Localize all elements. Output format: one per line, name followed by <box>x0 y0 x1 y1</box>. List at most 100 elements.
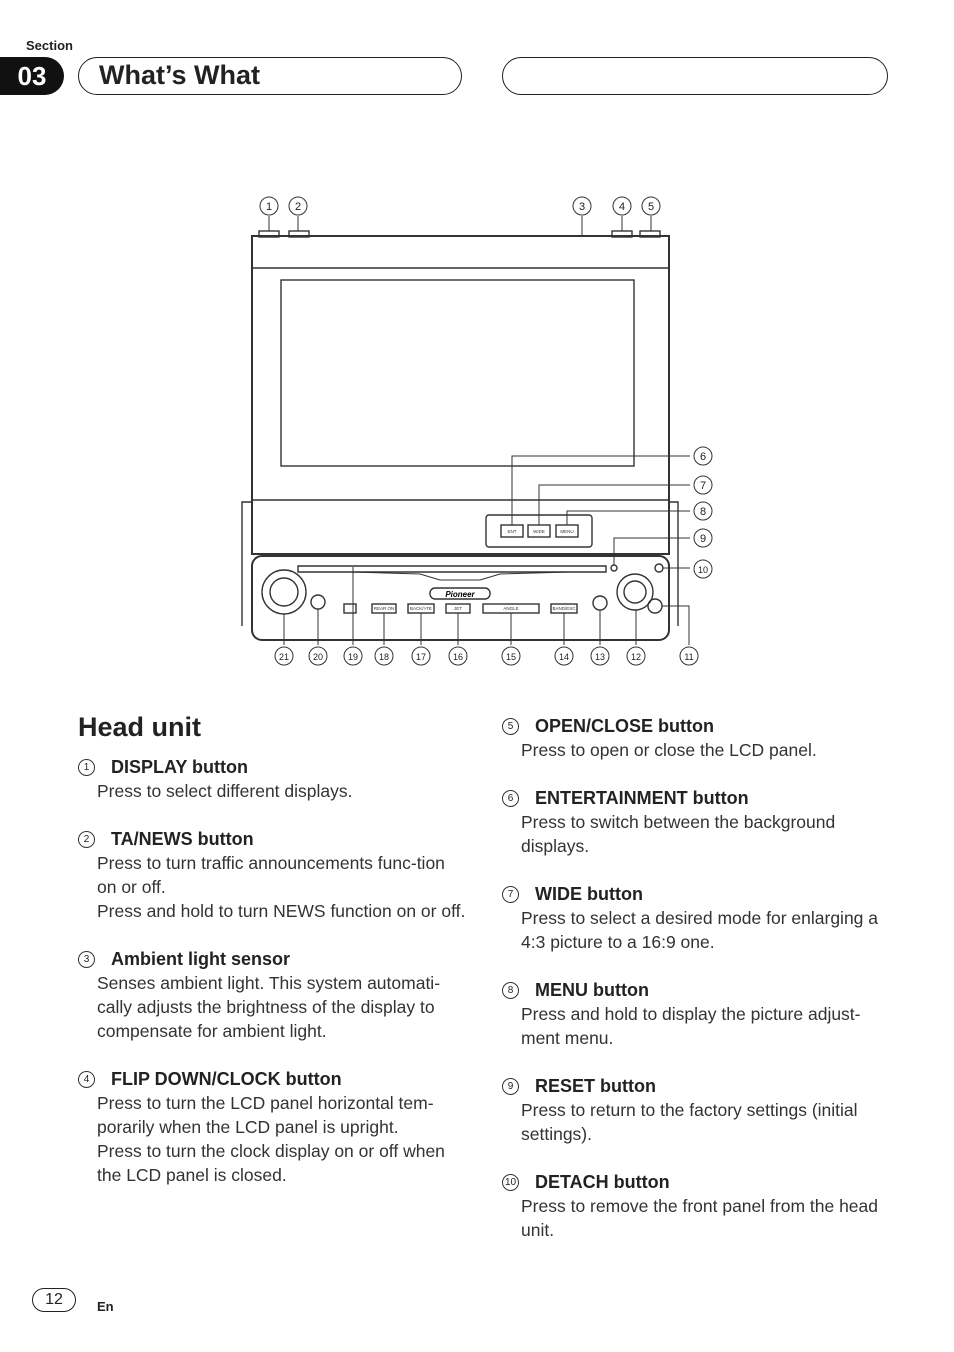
rear-on-label: REAR ON <box>374 606 395 611</box>
item-description-line: Press to turn the clock display on or of… <box>97 1141 445 1185</box>
item-number: 5 <box>502 717 519 735</box>
callout-14: 14 <box>559 652 569 662</box>
item-title: DISPLAY button <box>111 757 249 777</box>
heading-head-unit: Head unit <box>78 712 202 742</box>
item-description-line: Senses ambient light. This system automa… <box>97 973 441 1041</box>
callout-7: 7 <box>700 480 706 492</box>
item-title: DETACH button <box>535 1172 670 1192</box>
angle-label: ANGLE <box>503 606 518 611</box>
callout-20: 20 <box>313 652 323 662</box>
callout-1: 1 <box>266 201 272 213</box>
item-description: Press to select different displays. <box>97 779 468 803</box>
item-description: Press to select a desired mode for enlar… <box>521 906 892 954</box>
lcd-screen <box>280 279 635 467</box>
callout-19: 19 <box>348 652 358 662</box>
callout-8: 8 <box>700 506 706 518</box>
eject-button <box>647 598 663 614</box>
callout-2: 2 <box>295 201 301 213</box>
round-button <box>592 595 608 611</box>
item-title: ENTERTAINMENT button <box>535 788 749 808</box>
item-heading: 1 DISPLAY button <box>78 755 468 779</box>
item-title: OPEN/CLOSE button <box>535 716 714 736</box>
subtitle-pill <box>502 57 888 95</box>
item-number: 9 <box>502 1077 519 1095</box>
item-title: TA/NEWS button <box>111 829 254 849</box>
callout-21: 21 <box>279 652 289 662</box>
item-description-line: Press to remove the front panel from the… <box>521 1196 878 1240</box>
source-button <box>310 594 326 610</box>
front-panel <box>251 555 670 641</box>
section-number-badge: 03 <box>0 57 64 95</box>
callout-4: 4 <box>619 201 625 213</box>
section-label: Section <box>26 38 73 53</box>
item-title: MENU button <box>535 980 649 1000</box>
item-number: 6 <box>502 789 519 807</box>
item-description: Press to return to the factory settings … <box>521 1098 892 1146</box>
multi-control-knob-right <box>616 573 654 611</box>
menu-label: MENU <box>560 529 573 534</box>
item-heading: 2 TA/NEWS button <box>78 827 468 851</box>
item-description: Press to switch between the background d… <box>521 810 892 858</box>
head-unit-diagram: Pioneer ENT WIDE MENU REAR ON BACK/>TE J… <box>241 196 713 666</box>
item-description: Press to remove the front panel from the… <box>521 1194 892 1242</box>
back-te-label: BACK/>TE <box>410 606 432 611</box>
callout-16: 16 <box>453 652 463 662</box>
item-title: RESET button <box>535 1076 656 1096</box>
lcd-panel <box>251 235 670 555</box>
pioneer-logo <box>429 587 491 600</box>
callout-10: 10 <box>698 565 708 575</box>
callout-12: 12 <box>631 652 641 662</box>
multi-control-knob-left <box>261 569 307 615</box>
item-description-line: Press to turn traffic announcements func… <box>97 853 445 897</box>
section-title-pill: What’s What <box>78 57 462 95</box>
callout-15: 15 <box>506 652 516 662</box>
callout-5: 5 <box>648 201 654 213</box>
item-number: 2 <box>78 830 95 848</box>
reset-button <box>610 564 618 572</box>
item-title: FLIP DOWN/CLOCK button <box>111 1069 342 1089</box>
item-description-line: Press to open or close the LCD panel. <box>521 740 817 760</box>
item-description-line: Press and hold to turn NEWS function on … <box>97 901 466 921</box>
item-description-line: Press to turn the LCD panel horizontal t… <box>97 1093 434 1137</box>
item-description-line: Press to switch between the background d… <box>521 812 836 856</box>
item-heading: 9 RESET button <box>502 1074 892 1098</box>
wide-label: WIDE <box>533 529 545 534</box>
ent-label: ENT <box>508 529 517 534</box>
item-number: 3 <box>78 950 95 968</box>
callout-9: 9 <box>700 533 706 545</box>
band-label: BAND/ESC <box>552 606 576 611</box>
detach-button <box>654 563 664 573</box>
brand-logo-text: Pioneer <box>445 590 475 599</box>
item-title: WIDE button <box>535 884 643 904</box>
disc-slot <box>297 565 607 573</box>
item-heading: 6 ENTERTAINMENT button <box>502 786 892 810</box>
item-description-line: Press to return to the factory settings … <box>521 1100 858 1144</box>
item-description-line: Press to select a desired mode for enlar… <box>521 908 878 952</box>
item-number: 1 <box>78 758 95 776</box>
language-label: En <box>97 1299 114 1314</box>
page-number: 12 <box>32 1288 76 1312</box>
item-description: Press to turn traffic announcements func… <box>97 851 468 923</box>
item-description: Senses ambient light. This system automa… <box>97 971 468 1043</box>
callout-3: 3 <box>579 201 585 213</box>
item-description-line: Press and hold to display the picture ad… <box>521 1004 861 1048</box>
item-number: 4 <box>78 1070 95 1088</box>
callout-6: 6 <box>700 451 706 463</box>
item-heading: 5 OPEN/CLOSE button <box>502 714 892 738</box>
